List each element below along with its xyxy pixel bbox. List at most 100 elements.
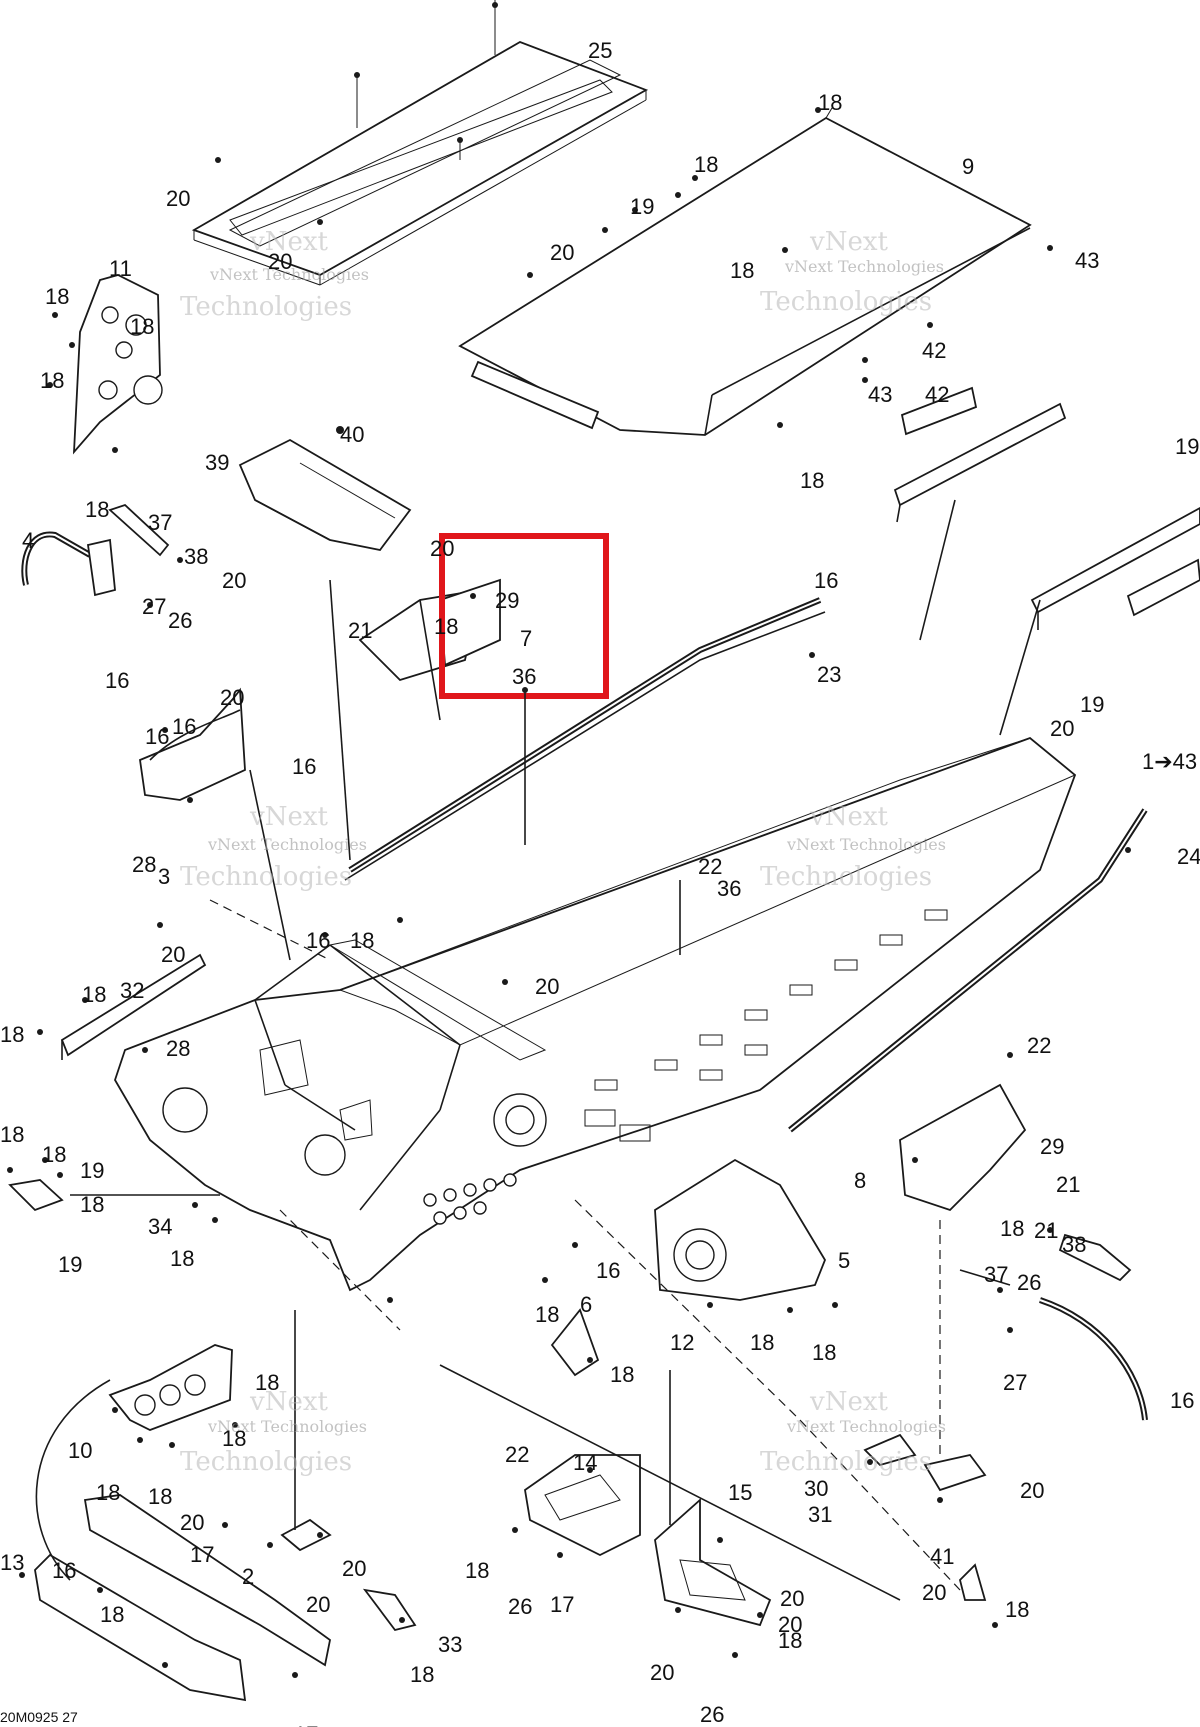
part-15-bracket — [654, 1497, 772, 1627]
part-21-7-bracket — [358, 578, 501, 721]
part-33-bracket — [362, 1588, 417, 1632]
watermark-line3: Technologies — [760, 287, 932, 317]
watermark-line3: Technologies — [180, 862, 352, 892]
part-42-43-brackets — [893, 386, 1200, 630]
callout-20: 20 — [430, 536, 454, 561]
callout-33: 33 — [438, 1632, 462, 1657]
callout-17: 17 — [294, 1722, 318, 1727]
callout-20: 20 — [161, 942, 185, 967]
part-3-bracket — [139, 687, 246, 801]
callout-24: 24 — [1177, 844, 1200, 869]
part-6-bracket — [550, 1308, 600, 1377]
callout-10: 10 — [68, 1438, 92, 1463]
callout-29: 29 — [495, 588, 519, 613]
chassis-tunnel — [114, 736, 1077, 1292]
part-13-bracket — [280, 1518, 332, 1552]
callout-20: 20 — [650, 1660, 674, 1685]
callout-4: 4 — [22, 528, 34, 553]
watermark-line2: vNext Technologies — [207, 1417, 367, 1436]
part-9-panel — [458, 107, 1032, 436]
part-39-crossmember — [238, 438, 412, 551]
callout-13: 13 — [0, 1550, 24, 1575]
callout-16: 16 — [145, 724, 169, 749]
callout-18: 18 — [0, 1122, 24, 1147]
callout-16: 16 — [172, 714, 196, 739]
callout-22: 22 — [1027, 1033, 1051, 1058]
callout-18: 18 — [778, 1628, 802, 1653]
callout-39: 39 — [205, 450, 229, 475]
callout-20: 20 — [778, 1612, 802, 1637]
callout-17: 17 — [550, 1592, 574, 1617]
callout-14: 14 — [573, 1450, 597, 1475]
drawing-code: 20M0925 27 — [0, 1709, 78, 1725]
callout-36: 36 — [717, 876, 741, 901]
part-5-handle — [1039, 1297, 1148, 1421]
callout-22: 22 — [505, 1442, 529, 1467]
callout-41: 41 — [930, 1544, 954, 1569]
callout-20: 20 — [166, 186, 190, 211]
callout-18: 18 — [170, 1246, 194, 1271]
callout-18: 18 — [85, 497, 109, 522]
callout-18: 18 — [410, 1662, 434, 1687]
callout-17: 17 — [190, 1542, 214, 1567]
callout-18: 18 — [255, 1370, 279, 1395]
watermark-line2: vNext Technologies — [209, 265, 369, 284]
callout-20: 20 — [222, 568, 246, 593]
callout-28: 28 — [132, 852, 156, 877]
callout-27: 27 — [1003, 1370, 1027, 1395]
watermark-line3: Technologies — [180, 1447, 352, 1477]
callout-16: 16 — [596, 1258, 620, 1283]
callout-37: 37 — [984, 1262, 1008, 1287]
callout-38: 38 — [1062, 1232, 1086, 1257]
callout-18: 18 — [434, 614, 458, 639]
callout-18: 18 — [750, 1330, 774, 1355]
callout-18: 18 — [40, 368, 64, 393]
callout-18: 18 — [148, 1484, 172, 1509]
callout-35: 35 — [165, 1724, 189, 1727]
callout-26: 26 — [700, 1702, 724, 1727]
callout-19: 19 — [630, 194, 654, 219]
callout-19: 19 — [58, 1252, 82, 1277]
callout-16: 16 — [306, 928, 330, 953]
callout-20: 20 — [535, 974, 559, 999]
callout-18: 18 — [694, 152, 718, 177]
callout-37: 37 — [148, 510, 172, 535]
part-14-bracket — [524, 1454, 641, 1557]
callout-31: 31 — [808, 1502, 832, 1527]
callout-18: 18 — [45, 284, 69, 309]
part-37-bracket-right — [1058, 1233, 1132, 1282]
watermark-line1: vNext — [249, 227, 328, 257]
callout-34: 34 — [148, 1214, 172, 1239]
part-12-plate — [654, 1158, 827, 1301]
callout-16: 16 — [292, 754, 316, 779]
watermark-line3: Technologies — [760, 1447, 932, 1477]
callout-20: 20 — [1050, 716, 1074, 741]
callout-6: 6 — [580, 1292, 592, 1317]
callout-32: 32 — [120, 978, 144, 1003]
part-25-cover — [191, 0, 649, 286]
watermark-line3: Technologies — [760, 862, 932, 892]
callout-20: 20 — [180, 1510, 204, 1535]
callout-11: 11 — [109, 256, 132, 281]
part-23-rail — [344, 597, 826, 881]
callout-42: 42 — [922, 338, 946, 363]
callout-2: 2 — [242, 1564, 254, 1589]
callout-18: 18 — [465, 1558, 489, 1583]
callout-28: 28 — [166, 1036, 190, 1061]
callout-18: 18 — [730, 258, 754, 283]
watermark-line1: vNext — [809, 802, 888, 832]
callout-18: 18 — [80, 1192, 104, 1217]
callout-18: 18 — [535, 1302, 559, 1327]
fasteners — [7, 2, 1131, 1678]
watermark-line3: Technologies — [180, 292, 352, 322]
callout-26: 26 — [1017, 1270, 1041, 1295]
callout-21: 21 — [348, 618, 372, 643]
part-30-31-41 — [863, 1433, 987, 1601]
callout-18: 18 — [812, 1340, 836, 1365]
callout-9: 9 — [962, 154, 974, 179]
callout-42: 42 — [925, 382, 949, 407]
callout-12: 12 — [670, 1330, 694, 1355]
callout-20: 20 — [268, 249, 292, 274]
